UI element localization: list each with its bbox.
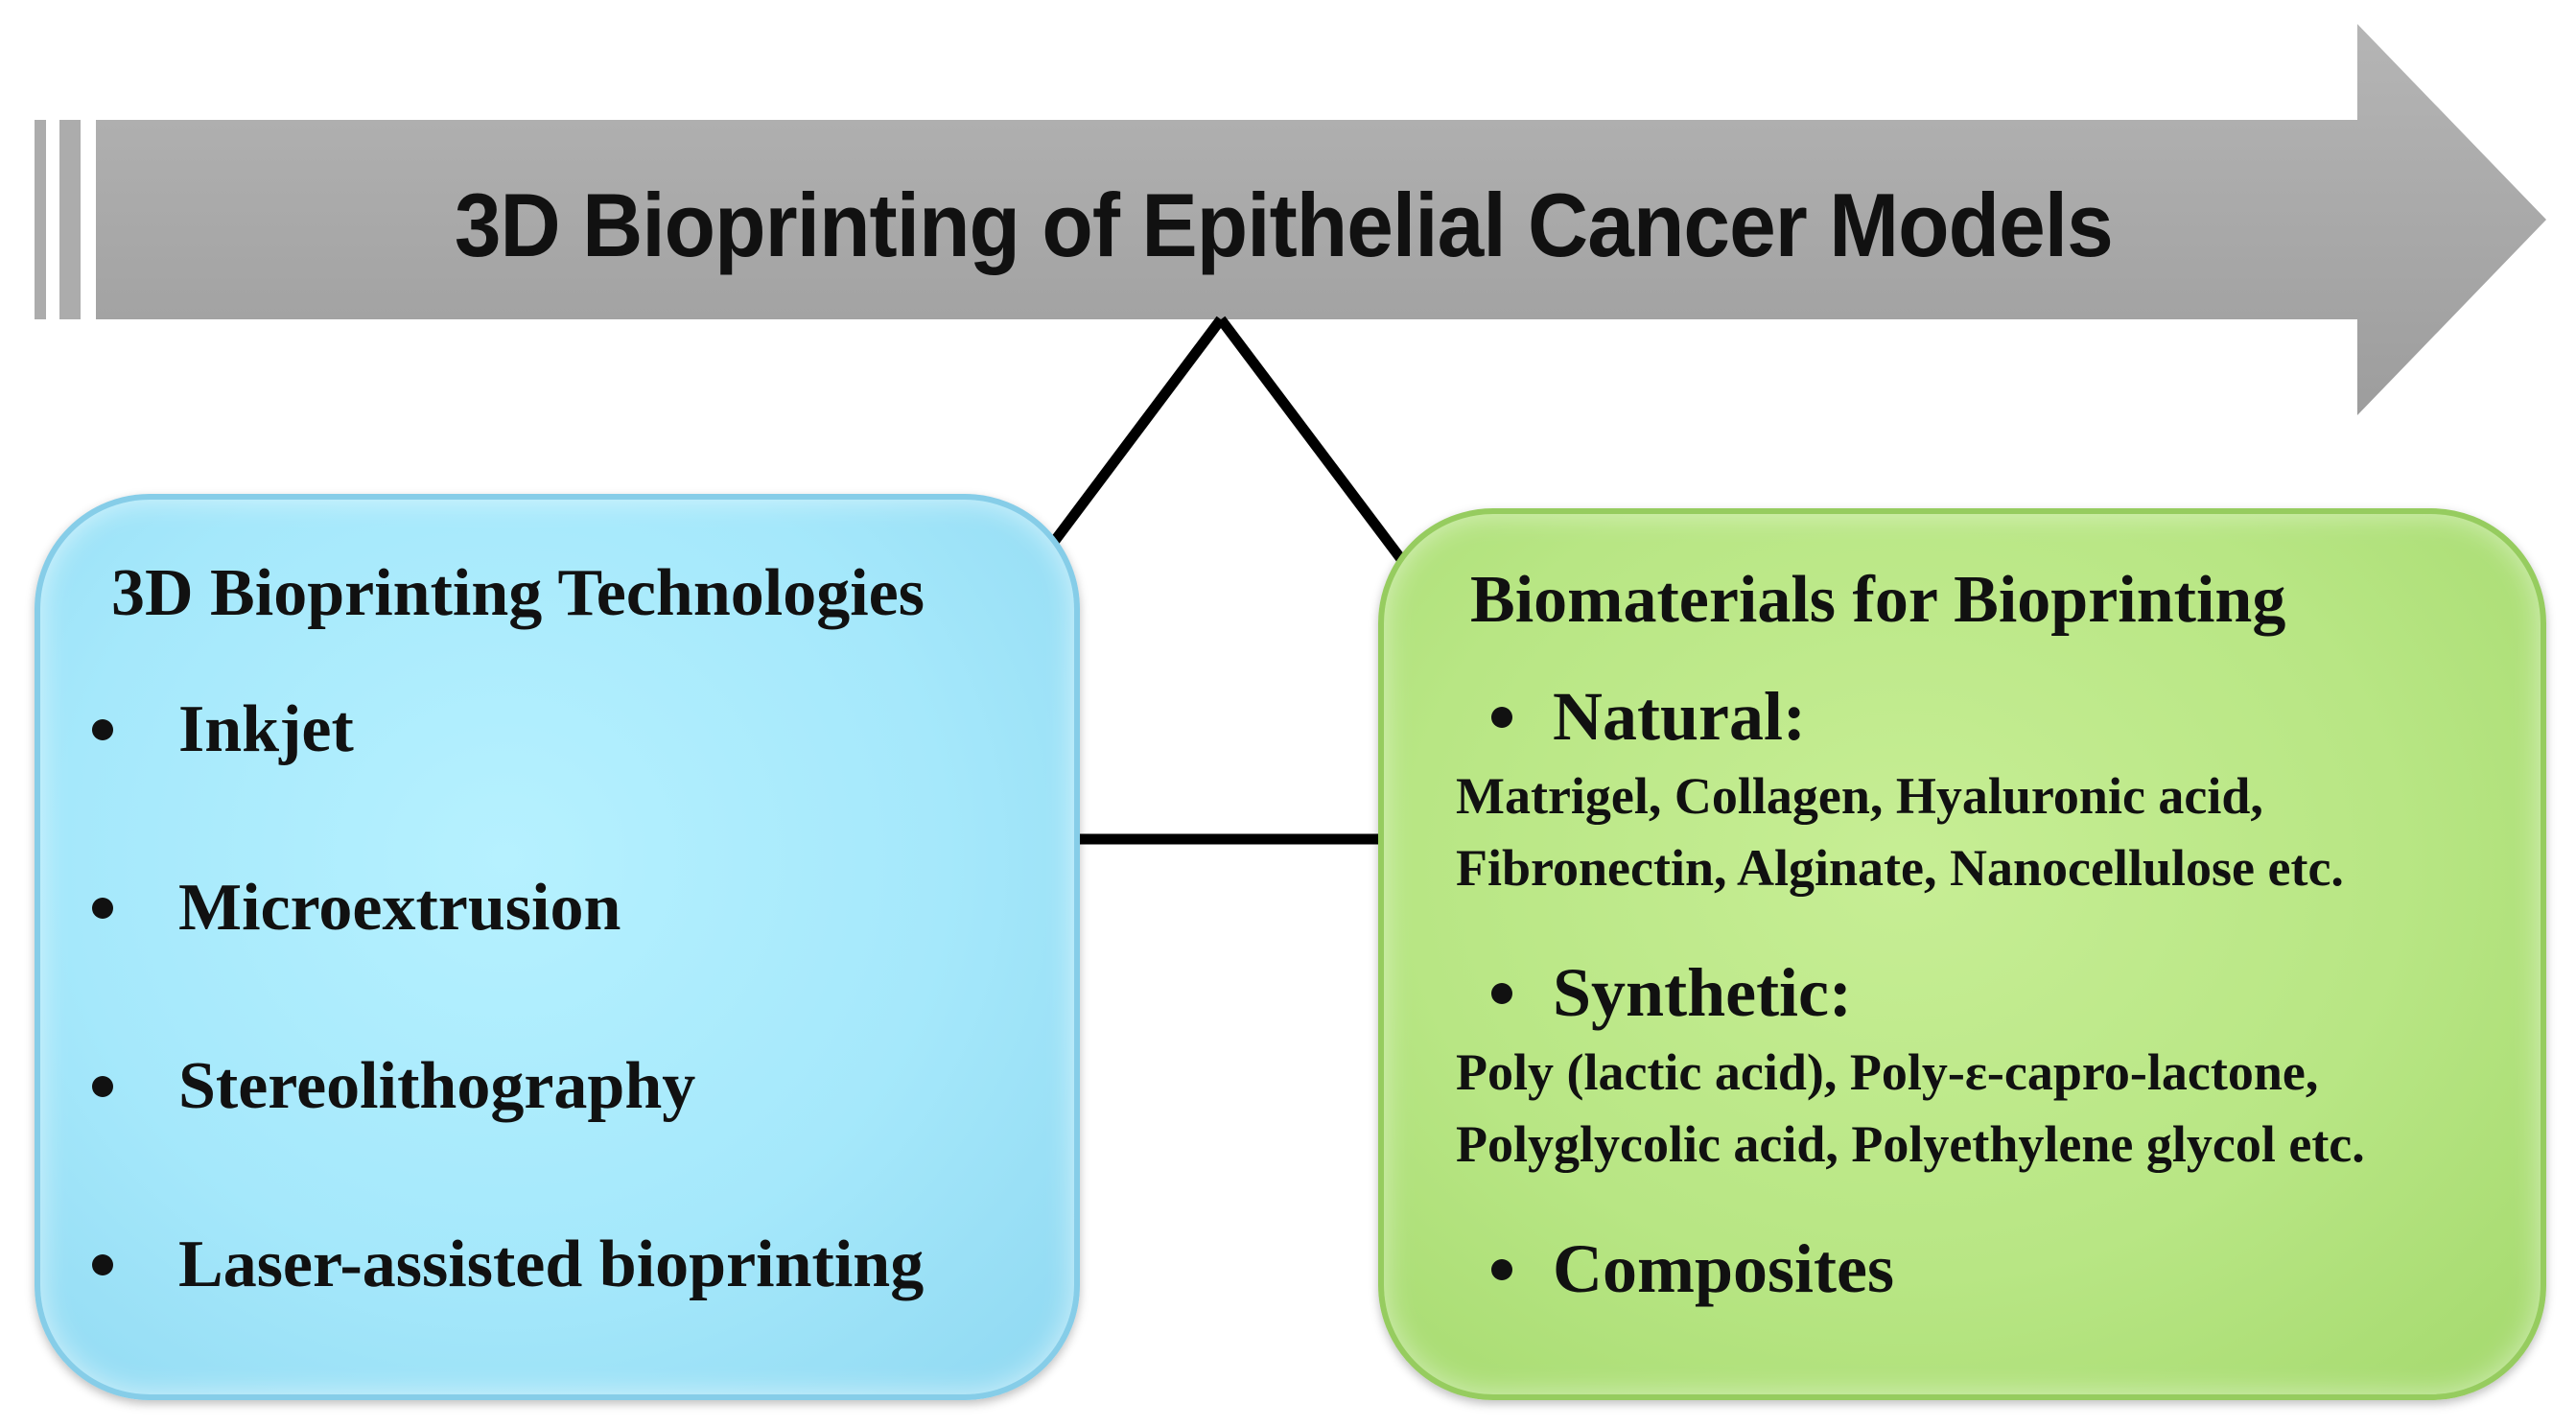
arrow-tail-stripe-2: [59, 120, 81, 319]
technology-label: Microextrusion: [178, 871, 621, 945]
synthetic-examples-line-2: Polyglycolic acid, Polyethylene glycol e…: [1456, 1115, 2365, 1173]
biomaterials-box: Biomaterials for Bioprinting Natural: Ma…: [1378, 508, 2546, 1400]
biomaterials-heading: Biomaterials for Bioprinting: [1470, 563, 2286, 637]
technology-label: Stereolithography: [178, 1049, 696, 1123]
natural-category: Natural:: [1491, 677, 1806, 757]
bullet-icon: [1491, 982, 1512, 1004]
timeline-arrow: [35, 24, 2546, 415]
composites-label: Composites: [1553, 1230, 1894, 1307]
natural-label: Natural:: [1553, 678, 1806, 755]
bullet-icon: [92, 1254, 113, 1275]
composites-category: Composites: [1491, 1229, 1894, 1309]
natural-examples-line-2: Fibronectin, Alginate, Nanocellulose etc…: [1456, 839, 2344, 897]
bullet-icon: [1491, 706, 1512, 728]
list-item: Stereolithography: [92, 1048, 695, 1125]
arrow-body: [96, 24, 2546, 415]
technology-label: Laser-assisted bioprinting: [178, 1228, 925, 1301]
diagram-title: 3D Bioprinting of Epithelial Cancer Mode…: [454, 175, 2114, 275]
synthetic-category: Synthetic:: [1491, 953, 1852, 1033]
list-item: Microextrusion: [92, 870, 621, 947]
synthetic-label: Synthetic:: [1553, 954, 1852, 1031]
connector-lines: [1043, 316, 1412, 845]
connector-line-left: [1043, 316, 1226, 553]
bullet-icon: [92, 898, 113, 919]
synthetic-examples-line-1: Poly (lactic acid), Poly-ε-capro-lactone…: [1456, 1043, 2319, 1101]
connector-line-right: [1216, 316, 1412, 571]
technology-label: Inkjet: [178, 692, 354, 766]
natural-examples-line-1: Matrigel, Collagen, Hyaluronic acid,: [1456, 767, 2263, 825]
technologies-box: 3D Bioprinting Technologies Inkjet Micro…: [35, 494, 1080, 1400]
bullet-icon: [92, 719, 113, 740]
bullet-icon: [92, 1076, 113, 1097]
bullet-icon: [1491, 1258, 1512, 1280]
arrow-tail-stripe-1: [35, 120, 46, 319]
list-item: Inkjet: [92, 691, 354, 768]
list-item: Laser-assisted bioprinting: [92, 1227, 924, 1303]
technologies-heading: 3D Bioprinting Technologies: [111, 556, 925, 630]
